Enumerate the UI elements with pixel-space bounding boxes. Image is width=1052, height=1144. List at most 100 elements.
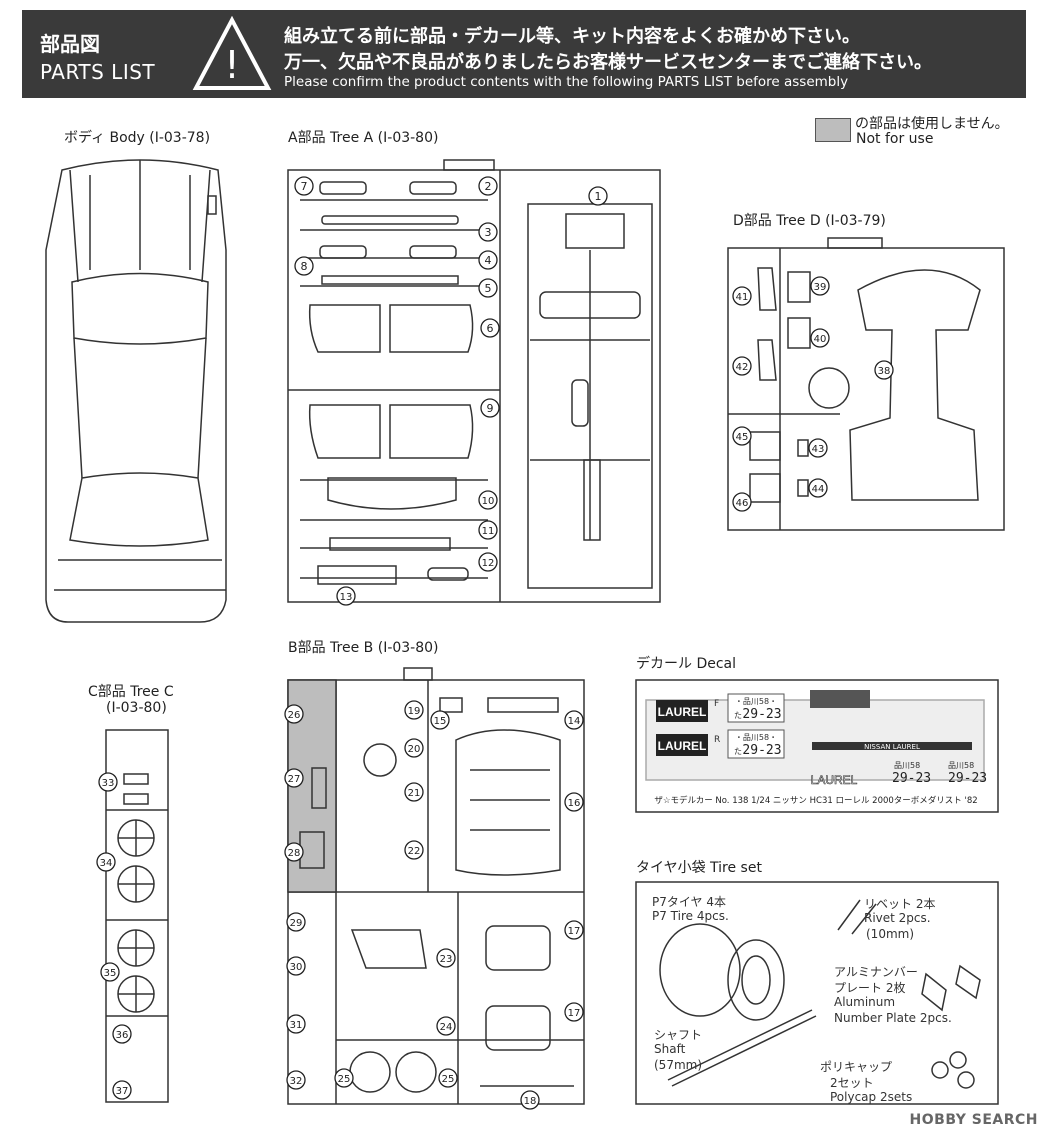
part-number-tree-b-31: 31 bbox=[290, 1020, 303, 1031]
part-callout-circle bbox=[478, 250, 498, 270]
section-tree-c-label: C部品 Tree C bbox=[88, 684, 174, 700]
part-number-tree-a-5: 5 bbox=[485, 282, 492, 295]
plate-label-en-2: Number Plate 2pcs. bbox=[834, 1011, 952, 1025]
svg-text:29-23: 29-23 bbox=[742, 743, 781, 758]
part-callout-circle bbox=[100, 962, 120, 982]
svg-text:R: R bbox=[714, 735, 720, 745]
svg-text:品川58: 品川58 bbox=[948, 761, 974, 770]
svg-text:ザ☆モデルカー No. 138 1/24 ニッサン HC31: ザ☆モデルカー No. 138 1/24 ニッサン HC31 ローレル 2000… bbox=[654, 795, 977, 806]
part-callout-circle bbox=[808, 478, 828, 498]
part-callout-circle bbox=[294, 176, 314, 196]
part-callout-circle bbox=[286, 1070, 306, 1090]
part-number-tree-b-14: 14 bbox=[568, 716, 581, 727]
svg-text:!: ! bbox=[224, 43, 239, 87]
section-decal-label: デカール Decal bbox=[636, 656, 737, 672]
part-callout-circle bbox=[564, 920, 584, 940]
part-number-tree-c-36: 36 bbox=[116, 1030, 129, 1041]
part-callout-circle bbox=[404, 782, 424, 802]
rivet-size: (10mm) bbox=[866, 927, 915, 941]
section-tire-set-label: タイヤ小袋 Tire set bbox=[636, 860, 762, 876]
part-callout-circle bbox=[520, 1090, 540, 1110]
part-callout-circle bbox=[478, 222, 498, 242]
part-number-tree-a-8: 8 bbox=[301, 260, 308, 273]
part-callout-circle bbox=[588, 186, 608, 206]
part-number-tree-d-46: 46 bbox=[736, 498, 749, 509]
not-for-use-swatch bbox=[815, 118, 851, 142]
part-number-tree-d-40: 40 bbox=[814, 334, 827, 345]
part-callout-circle bbox=[430, 710, 450, 730]
part-callout-circle bbox=[478, 520, 498, 540]
part-callout-circle bbox=[480, 318, 500, 338]
section-tree-c-code: (I-03-80) bbox=[106, 700, 167, 716]
part-callout-circle bbox=[334, 1068, 354, 1088]
part-number-tree-b-21: 21 bbox=[408, 788, 421, 799]
part-callout-circle bbox=[732, 426, 752, 446]
part-number-tree-b-28: 28 bbox=[288, 848, 301, 859]
notice-english: Please confirm the product contents with… bbox=[284, 74, 849, 90]
shaft-label-ja: シャフト bbox=[654, 1028, 703, 1042]
part-number-tree-b-17: 17 bbox=[568, 1008, 581, 1019]
part-callout-circle bbox=[112, 1024, 132, 1044]
part-number-tree-c-33: 33 bbox=[102, 778, 115, 789]
part-callout-circle bbox=[478, 552, 498, 572]
part-number-tree-a-13: 13 bbox=[340, 592, 353, 603]
svg-text:LAUREL: LAUREL bbox=[658, 739, 707, 753]
part-number-tree-b-16: 16 bbox=[568, 798, 581, 809]
part-callout-circle bbox=[732, 286, 752, 306]
part-callout-circle bbox=[284, 768, 304, 788]
watermark: HOBBY SEARCH bbox=[909, 1112, 1038, 1128]
part-callout-circle bbox=[810, 328, 830, 348]
part-number-tree-b-25: 25 bbox=[442, 1074, 455, 1085]
title-ja: 部品図 bbox=[40, 32, 100, 56]
decal-sheet-border bbox=[635, 679, 999, 813]
part-callout-circle bbox=[98, 772, 118, 792]
part-number-tree-d-45: 45 bbox=[736, 432, 749, 443]
part-callout-circle bbox=[336, 586, 356, 606]
svg-text:29-23: 29-23 bbox=[948, 771, 987, 786]
svg-text:・品川58・: ・品川58・ bbox=[735, 697, 777, 706]
svg-text:LAUREL: LAUREL bbox=[658, 705, 707, 719]
header-banner: 部品図 PARTS LIST ! 組み立てる前に部品・デカール等、キット内容をよ… bbox=[22, 10, 1026, 98]
tree-a-frame bbox=[287, 159, 661, 603]
part-number-tree-d-39: 39 bbox=[814, 282, 827, 293]
polycap-count: 2セット bbox=[830, 1076, 874, 1090]
part-number-tree-b-19: 19 bbox=[408, 706, 421, 717]
part-number-tree-a-2: 2 bbox=[485, 180, 492, 193]
part-callout-circle bbox=[732, 356, 752, 376]
part-callout-circle bbox=[404, 840, 424, 860]
tire-label-ja: P7タイヤ 4本 bbox=[652, 895, 726, 909]
part-number-tree-a-11: 11 bbox=[482, 526, 495, 537]
svg-text:た: た bbox=[734, 711, 742, 720]
part-number-tree-d-44: 44 bbox=[812, 484, 825, 495]
rivet-label-en: Rivet 2pcs. bbox=[864, 911, 931, 925]
rivet-label-ja: リベット 2本 bbox=[864, 897, 936, 911]
part-callout-circle bbox=[284, 704, 304, 724]
part-number-tree-b-22: 22 bbox=[408, 846, 421, 857]
plate-label-en-1: Aluminum bbox=[834, 995, 896, 1009]
part-number-tree-c-34: 34 bbox=[100, 858, 113, 869]
part-number-tree-a-12: 12 bbox=[482, 558, 495, 569]
svg-text:た: た bbox=[734, 747, 742, 756]
legend-ja: の部品は使用しません。 bbox=[855, 116, 1009, 132]
part-callout-circle bbox=[294, 256, 314, 276]
part-number-tree-b-23: 23 bbox=[440, 954, 453, 965]
part-number-tree-a-6: 6 bbox=[487, 322, 494, 335]
part-number-tree-b-15: 15 bbox=[434, 716, 447, 727]
part-callout-circle bbox=[286, 912, 306, 932]
part-callout-circle bbox=[286, 1014, 306, 1034]
tree-c-frame bbox=[105, 729, 169, 1103]
part-number-tree-a-10: 10 bbox=[482, 496, 495, 507]
tire-set-border bbox=[635, 881, 999, 1105]
warning-icon: ! bbox=[192, 15, 272, 96]
part-number-tree-b-17: 17 bbox=[568, 926, 581, 937]
part-callout-circle bbox=[564, 792, 584, 812]
shaft-size: (57mm) bbox=[654, 1058, 703, 1072]
svg-text:F: F bbox=[714, 699, 719, 709]
part-number-tree-d-43: 43 bbox=[812, 444, 825, 455]
part-number-tree-b-26: 26 bbox=[288, 710, 301, 721]
plate-label-ja-2: プレート 2枚 bbox=[834, 981, 906, 995]
legend-en: Not for use bbox=[856, 131, 934, 147]
part-callout-circle bbox=[564, 1002, 584, 1022]
car-body-drawing bbox=[45, 159, 227, 623]
part-callout-circle bbox=[478, 278, 498, 298]
